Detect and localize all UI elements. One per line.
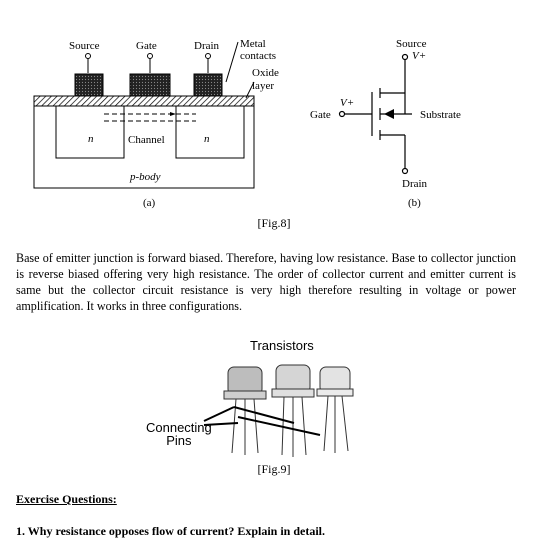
oxide-label-1: Oxide: [252, 67, 279, 79]
a-label: (a): [143, 197, 156, 209]
sym-vplus-top: V+: [412, 50, 426, 62]
oxide-label-2: layer: [252, 80, 274, 92]
body-paragraph: Base of emitter junction is forward bias…: [16, 251, 516, 313]
n-regions: [55, 106, 245, 159]
n-right-label: n: [204, 133, 210, 145]
sym-gate-label: Gate: [310, 109, 331, 121]
sym-substrate-label: Substrate: [420, 109, 461, 121]
oxide-layer: [33, 95, 255, 107]
channel-label: Channel: [128, 134, 165, 146]
sym-source-label: Source: [396, 38, 427, 50]
fig9-title: Transistors: [250, 338, 314, 353]
pointer-arrows: [203, 406, 321, 436]
substrate-arrow-icon: [384, 109, 394, 119]
question-1: 1. Why resistance opposes flow of curren…: [16, 524, 326, 538]
gate-label: Gate: [136, 40, 157, 52]
sym-drain-label: Drain: [402, 178, 428, 190]
mosfet-diagram: Source Gate Drain Metal contacts Oxide l…: [33, 38, 461, 209]
p-body-label: p-body: [129, 171, 161, 183]
p-body: [33, 105, 255, 189]
drain-contact: [193, 73, 223, 97]
metal-contacts-label-2: contacts: [240, 50, 276, 62]
drain-label: Drain: [194, 40, 220, 52]
b-label: (b): [408, 197, 421, 209]
metal-contacts-label-1: Metal: [240, 38, 266, 50]
source-label: Source: [69, 40, 100, 52]
terminal-wires: [85, 41, 255, 99]
transistor-photo: [203, 364, 354, 457]
fig9-caption: [Fig.9]: [257, 462, 291, 476]
pins-line1: Connecting: [146, 420, 212, 435]
connecting-pins-label: Connecting Pins: [146, 421, 212, 447]
n-left-label: n: [88, 133, 94, 145]
mosfet-symbol: [338, 53, 412, 175]
exercise-heading: Exercise Questions:: [16, 492, 117, 506]
fig8-caption: [Fig.8]: [257, 216, 291, 230]
pins-line2: Pins: [166, 433, 192, 448]
sym-vplus-gate: V+: [340, 97, 354, 109]
gate-contact: [129, 73, 171, 97]
source-contact: [74, 73, 104, 97]
